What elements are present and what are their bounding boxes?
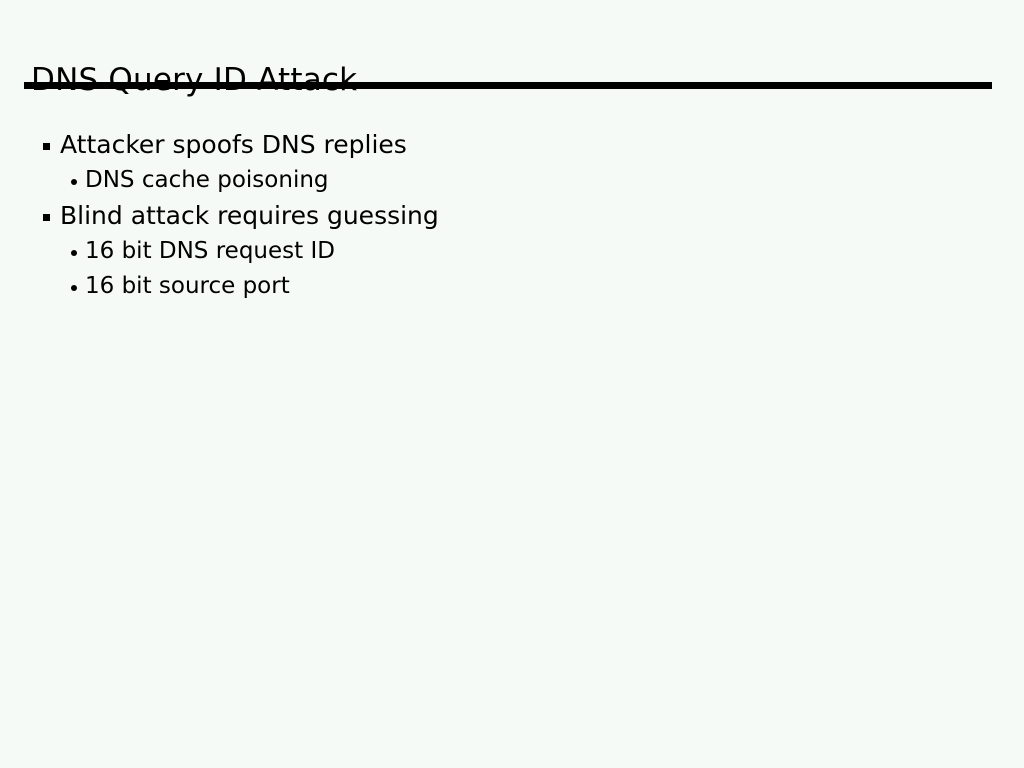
page-title: DNS Query ID Attack [31, 61, 358, 98]
list-item: Attacker spoofs DNS replies [0, 127, 1024, 163]
round-bullet-icon [70, 234, 85, 269]
round-bullet-icon [70, 163, 85, 198]
list-item-label: Attacker spoofs DNS replies [60, 130, 407, 159]
list-item-label: 16 bit source port [85, 273, 290, 299]
list-item-label: DNS cache poisoning [85, 167, 329, 193]
list-item-label: 16 bit DNS request ID [85, 238, 335, 264]
title-underline-rule [24, 82, 992, 89]
square-bullet-icon [42, 127, 60, 163]
round-bullet-icon [70, 269, 85, 304]
bullet-list: Attacker spoofs DNS replies DNS cache po… [0, 127, 1024, 304]
list-item: DNS cache poisoning [0, 163, 1024, 198]
list-item: 16 bit DNS request ID [0, 234, 1024, 269]
square-bullet-icon [42, 198, 60, 234]
list-item: 16 bit source port [0, 269, 1024, 304]
list-item: Blind attack requires guessing [0, 198, 1024, 234]
list-item-label: Blind attack requires guessing [60, 201, 439, 230]
